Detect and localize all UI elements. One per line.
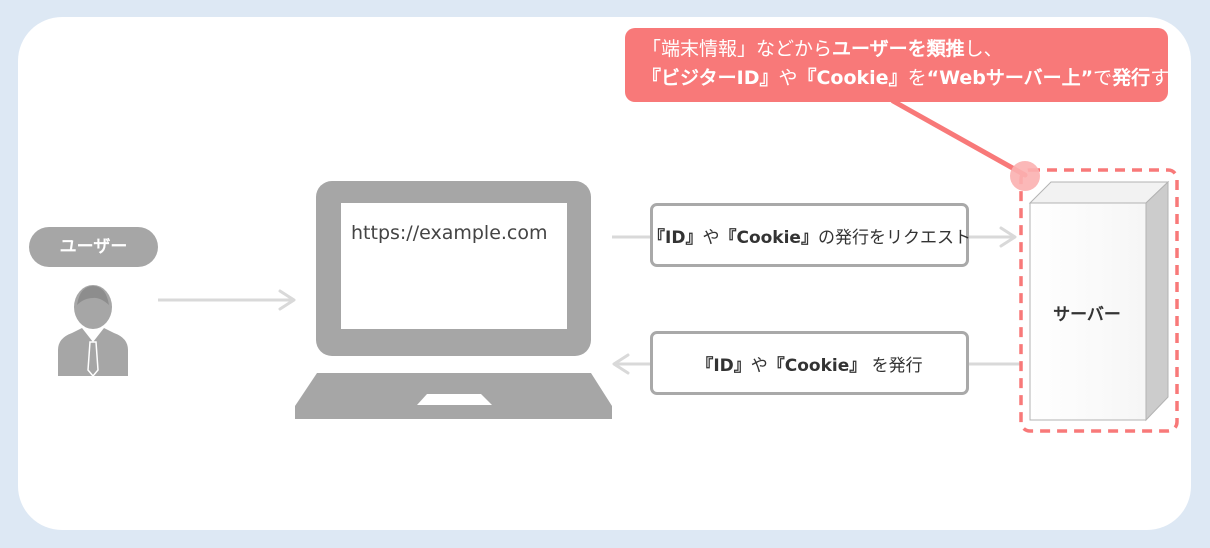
request-text-ya: や: [702, 227, 720, 248]
request-text-cookie: 『Cookie』: [719, 227, 818, 248]
response-text-rest: を発行: [866, 355, 923, 376]
callout-text: する: [1150, 67, 1189, 89]
user-label: ユーザー: [29, 227, 158, 267]
request-text-rest: の発行をリクエスト: [817, 227, 971, 248]
server-label: サーバー: [1053, 305, 1121, 325]
laptop-icon: [295, 181, 612, 419]
callout-bubble: 「端末情報」などからユーザーを類推し、 『ビジターID』や『Cookie』を“W…: [625, 28, 1188, 102]
callout-line-2: 『ビジターID』や『Cookie』を“Webサーバー上”で発行する: [642, 64, 1188, 93]
server-icon: [1028, 180, 1170, 422]
callout-text-bold: 『Cookie』: [797, 67, 908, 89]
request-message-box: 『ID』や『Cookie』の発行をリクエスト: [648, 203, 971, 267]
callout-text-bold: “Webサーバー上”: [926, 67, 1094, 89]
diagram-panel: [18, 17, 1191, 530]
response-text-ya: や: [750, 355, 768, 376]
callout-pointer-dot: [1010, 161, 1040, 191]
callout-text: を: [907, 67, 927, 89]
person-icon: [58, 285, 128, 378]
callout-text: 「端末情報」などから: [642, 38, 833, 60]
response-text-cookie: 『Cookie』: [767, 355, 867, 376]
response-text-id: 『ID』: [696, 355, 751, 376]
response-message-box: 『ID』や『Cookie』 を発行: [650, 331, 969, 395]
arrow-response: [612, 353, 1022, 375]
arrow-request: [612, 226, 1017, 248]
callout-text-bold: 発行: [1112, 67, 1151, 89]
callout-text-bold: ユーザーを類推: [832, 38, 965, 60]
callout-text-bold: 『ビジターID』: [642, 67, 779, 89]
browser-url: https://example.com: [351, 222, 548, 244]
callout-line-1: 「端末情報」などからユーザーを類推し、: [642, 35, 1168, 64]
callout-pointer: [890, 98, 1028, 178]
callout-text: や: [778, 67, 798, 89]
arrow-user-to-computer: [158, 289, 296, 311]
request-text-id: 『ID』: [648, 227, 703, 248]
server-highlight-frame: [1019, 168, 1179, 433]
callout-text: で: [1093, 67, 1113, 89]
callout-text: し、: [964, 38, 1003, 60]
